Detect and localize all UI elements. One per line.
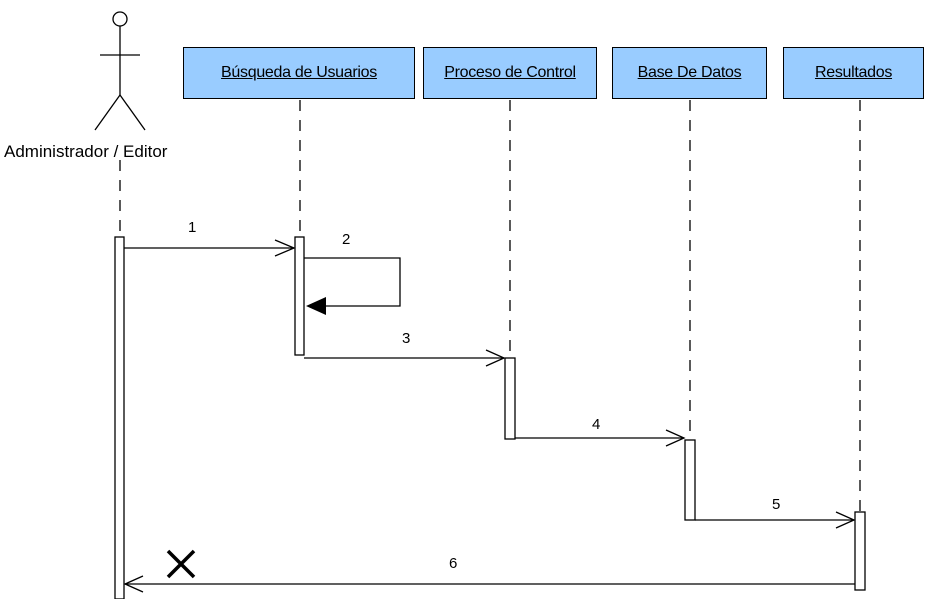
message-arrow-4 — [515, 429, 686, 447]
message-arrow-1 — [124, 239, 296, 257]
message-arrow-2 — [304, 257, 401, 307]
destroy-x-icon — [166, 549, 196, 579]
message-arrow-3 — [304, 349, 506, 367]
message-label-2: 2 — [342, 231, 351, 248]
lifeline-box-proceso: Proceso de Control — [423, 47, 597, 99]
lifeline-box-busqueda: Búsqueda de Usuarios — [183, 47, 415, 99]
lifeline-box-resultados: Resultados — [783, 47, 924, 99]
message-label-3: 3 — [402, 330, 411, 347]
message-label-1: 1 — [188, 219, 197, 236]
message-label-5: 5 — [772, 496, 781, 513]
message-label-6: 6 — [449, 555, 458, 572]
filled-arrowhead-icon — [306, 297, 326, 315]
activation-proceso — [504, 357, 516, 440]
message-arrow-5 — [695, 511, 856, 529]
lifeline-box-base: Base De Datos — [612, 47, 767, 99]
message-arrow-6 — [123, 575, 855, 593]
actor-label: Administrador / Editor — [4, 142, 168, 161]
activation-resultados — [854, 511, 866, 591]
activation-base — [684, 439, 696, 521]
actor-figure-icon — [94, 11, 146, 131]
message-label-4: 4 — [592, 416, 601, 433]
activation-busqueda — [294, 236, 305, 356]
activation-actor — [114, 236, 125, 599]
